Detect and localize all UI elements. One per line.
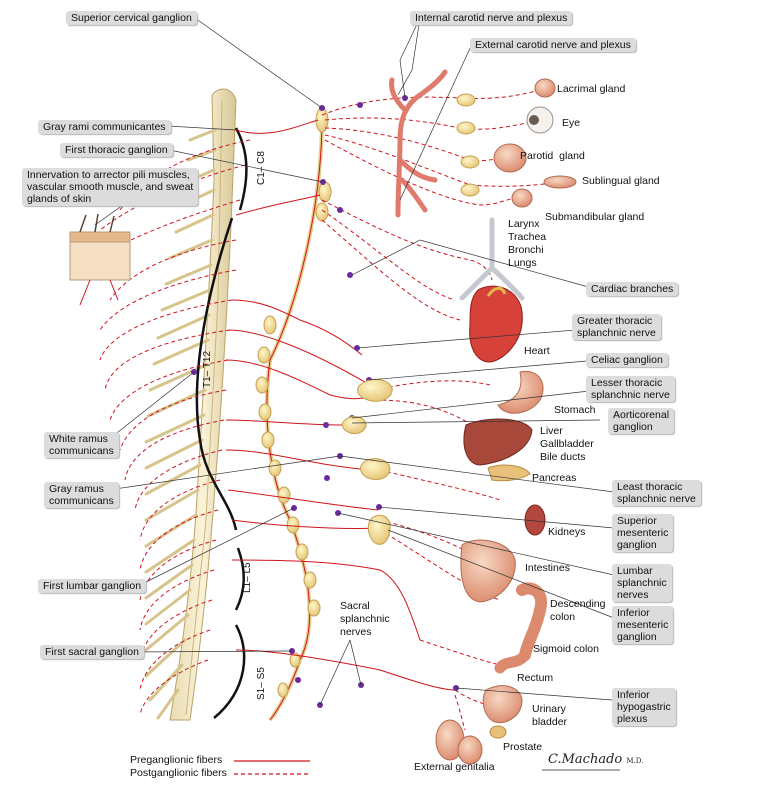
label-external-carotid: External carotid nerve and plexus — [470, 38, 636, 52]
prevertebral-ganglia — [341, 378, 393, 545]
label-first-sacral: First sacral ganglion — [40, 645, 144, 659]
submandibular-gland — [511, 188, 533, 208]
sigmoid-colon — [494, 649, 531, 674]
label-lacrimal-gland: Lacrimal gland — [557, 83, 626, 95]
label-airway: Larynx Trachea Bronchi Lungs — [508, 218, 547, 269]
label-cardiac-branches: Cardiac branches — [586, 282, 679, 296]
legend-preganglionic: Preganglionic fibers — [130, 754, 223, 766]
label-eye: Eye — [562, 117, 581, 129]
label-intestines: Intestines — [525, 562, 570, 574]
label-internal-carotid: Internal carotid nerve and plexus — [410, 11, 573, 25]
label-descending-colon: Descending colon — [550, 598, 606, 623]
leader-lines — [94, 17, 615, 706]
head-ganglia — [456, 93, 480, 197]
spinal-nerve-roots — [144, 128, 217, 720]
label-first-lumbar: First lumbar ganglion — [38, 579, 147, 593]
urinary-bladder — [482, 685, 523, 724]
label-sublingual-gland: Sublingual gland — [582, 175, 660, 187]
carotid-arteries — [389, 69, 448, 218]
external-genitalia — [435, 719, 483, 765]
label-segment-sacral: S1– S5 — [256, 667, 267, 700]
label-sacral-splanchnic: Sacral splanchnic nerves — [340, 600, 390, 638]
label-white-ramus: White ramus communicans — [44, 432, 119, 458]
label-greater-thoracic: Greater thoracic splanchnic nerve — [572, 314, 661, 340]
label-celiac-ganglion: Celiac ganglion — [586, 353, 668, 367]
lacrimal-gland — [534, 78, 556, 98]
label-parotid-gland: Parotid gland — [520, 150, 585, 162]
label-sigmoid-colon: Sigmoid colon — [533, 643, 599, 655]
segment-brackets — [195, 127, 248, 719]
parotid-gland — [493, 143, 527, 173]
label-inferior-mesenteric: Inferior mesenteric ganglion — [612, 606, 674, 644]
label-submandibular-gland: Submandibular gland — [545, 211, 645, 223]
label-rectum: Rectum — [517, 672, 554, 684]
sympathetic-chain — [255, 107, 332, 722]
eye — [526, 106, 554, 134]
label-segment-lumbar: L1– L5 — [242, 562, 253, 593]
label-inferior-hypogastric: Inferior hypogastric plexus — [612, 688, 676, 726]
label-urinary-bladder: Urinary bladder — [532, 703, 568, 728]
label-pancreas: Pancreas — [532, 472, 577, 484]
label-least-thoracic: Least thoracic splanchnic nerve — [612, 480, 701, 506]
signature-suffix: M.D. — [626, 757, 644, 765]
label-gray-ramus: Gray ramus communicans — [44, 482, 119, 508]
label-segment-thoracic: T1– T12 — [202, 350, 213, 388]
label-liver-gallbladder: Liver Gallbladder Bile ducts — [540, 425, 594, 463]
prostate — [489, 725, 507, 739]
liver — [463, 418, 533, 466]
intestines — [460, 539, 516, 603]
label-external-genitalia: External genitalia — [414, 761, 495, 773]
descending-colon — [516, 582, 548, 661]
label-heart: Heart — [524, 345, 550, 357]
label-kidneys: Kidneys — [548, 526, 586, 538]
sublingual-gland — [543, 175, 577, 189]
label-stomach: Stomach — [554, 404, 596, 416]
label-lesser-thoracic: Lesser thoracic splanchnic nerve — [586, 376, 675, 402]
legend-lines — [234, 760, 310, 775]
legend-postganglionic: Postganglionic fibers — [130, 767, 227, 779]
heart — [469, 285, 523, 363]
label-first-thoracic: First thoracic ganglion — [60, 143, 173, 157]
preganglionic-fibers — [225, 119, 456, 691]
signature-name: C.Machado — [548, 752, 623, 767]
label-aorticorenal: Aorticorenal ganglion — [608, 408, 675, 434]
label-innervation: Innervation to arrector pili muscles, va… — [22, 168, 199, 206]
label-superior-mesenteric: Superior mesenteric ganglion — [612, 514, 674, 552]
skin-block — [69, 213, 131, 306]
label-superior-cervical-ganglion: Superior cervical ganglion — [66, 11, 197, 25]
label-prostate: Prostate — [503, 741, 543, 753]
label-lumbar-splanchnic: Lumbar splanchnic nerves — [612, 564, 672, 602]
artist-signature: C.Machado M.D. — [548, 752, 643, 767]
label-segment-cervical: C1– C8 — [256, 151, 267, 185]
label-gray-rami: Gray rami communicantes — [38, 120, 171, 134]
stomach — [497, 370, 544, 414]
